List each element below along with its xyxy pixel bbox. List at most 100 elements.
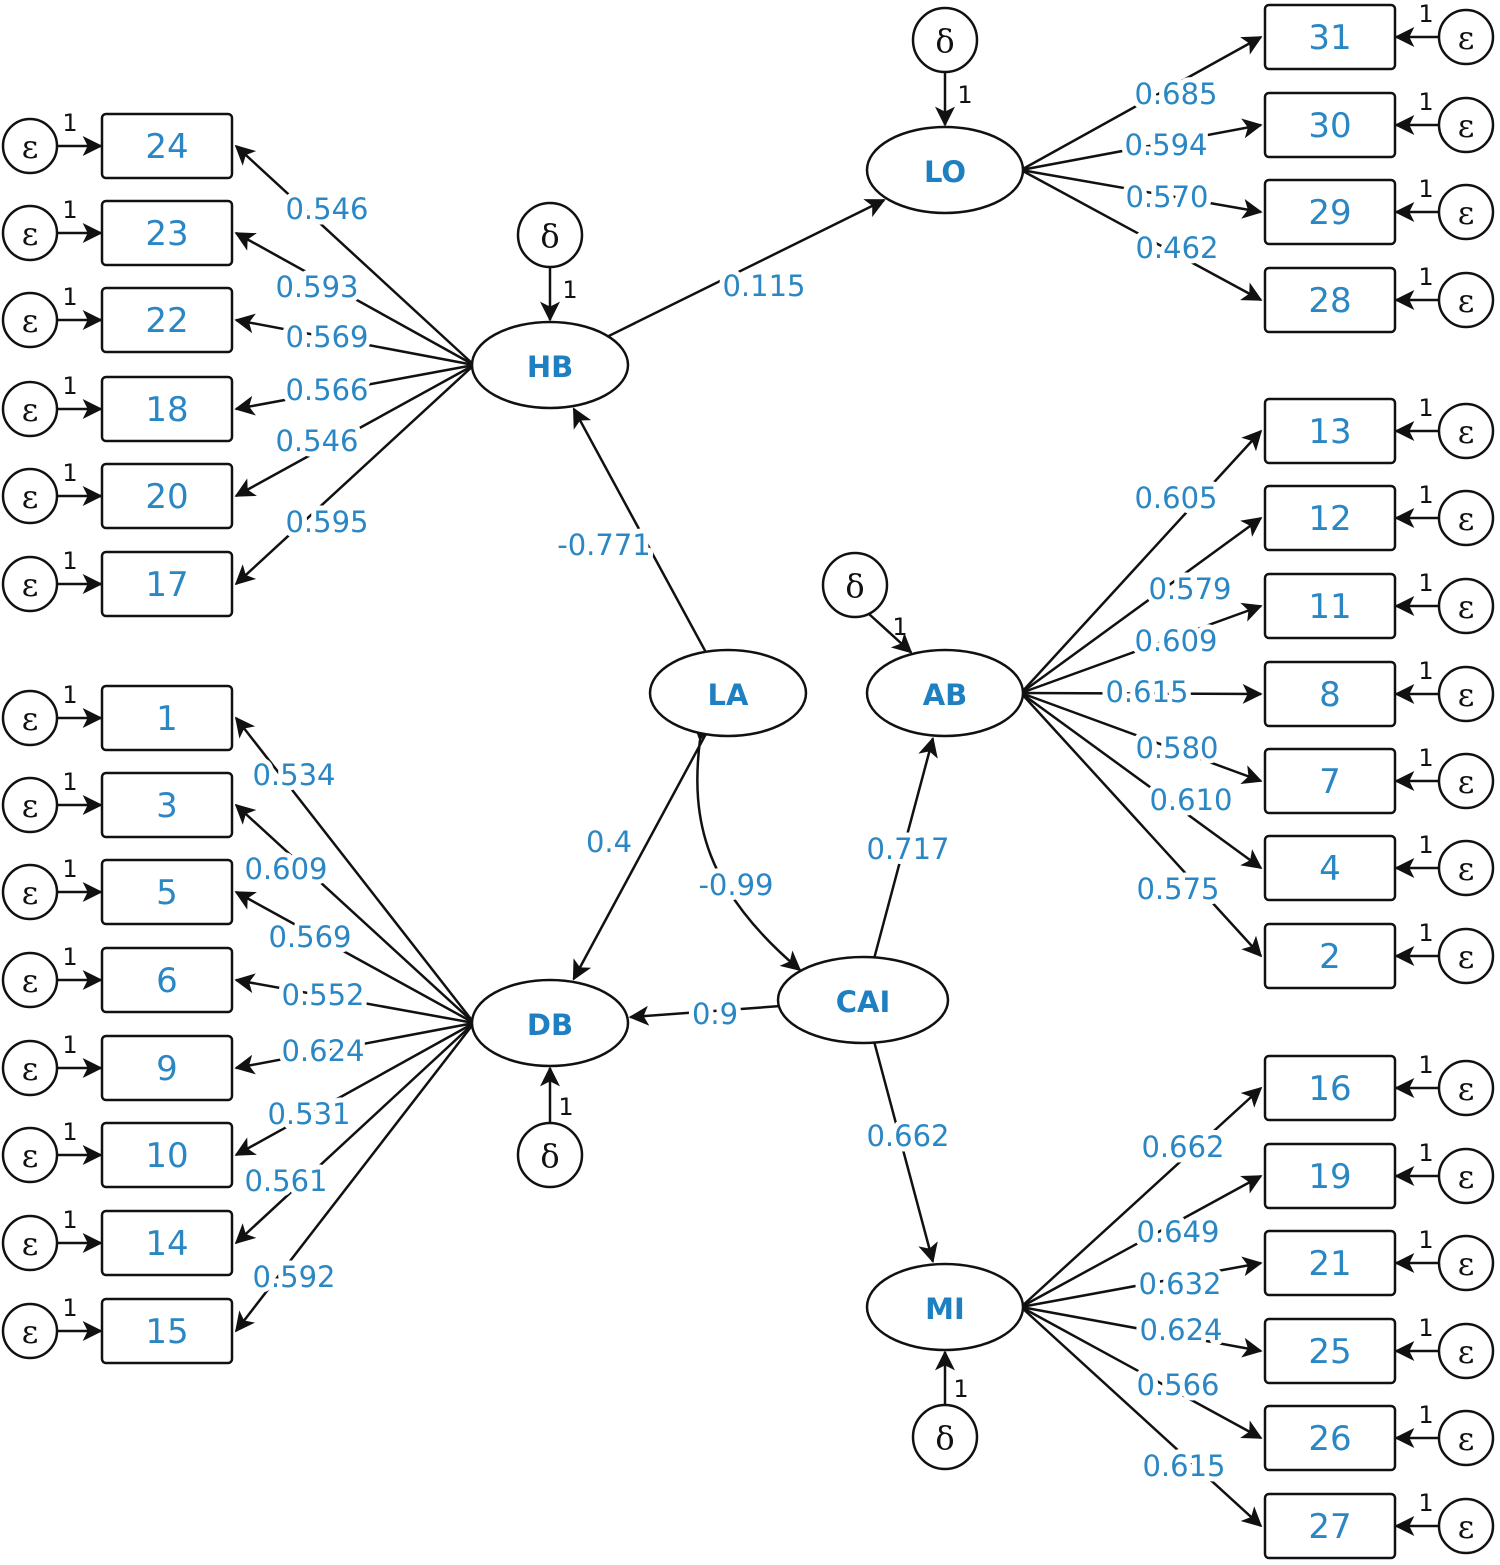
- error-term: [1437, 1497, 1495, 1555]
- loading-path: [234, 364, 475, 586]
- fixed-loading-label: 1: [62, 372, 77, 400]
- loading-path: [1020, 35, 1263, 172]
- error-symbol: ε: [1458, 19, 1475, 57]
- structural-path: [607, 198, 886, 338]
- loading-coefficient: 0.609: [244, 852, 327, 886]
- indicator-label: 13: [1308, 412, 1351, 452]
- indicator-box: [1263, 91, 1397, 159]
- fixed-loading-label: 1: [62, 283, 77, 311]
- error-term: [1437, 752, 1495, 810]
- fixed-loading-label: 1: [62, 768, 77, 796]
- indicator-label: 14: [145, 1224, 188, 1264]
- indicator-label: 7: [1319, 762, 1341, 802]
- error-symbol: ε: [1458, 850, 1475, 888]
- error-term: [1, 951, 59, 1009]
- loading-coefficient: 0.615: [1142, 1449, 1225, 1483]
- loading-path: [1020, 1256, 1263, 1309]
- disturbance-term: [821, 551, 889, 619]
- loading-coefficient: 0.609: [1134, 624, 1217, 658]
- disturbance-symbol: δ: [935, 1419, 954, 1457]
- error-term: [1437, 927, 1495, 985]
- indicator-label: 29: [1308, 193, 1351, 233]
- error-symbol: ε: [1458, 763, 1475, 801]
- indicator-label: 5: [156, 873, 178, 913]
- disturbance-symbol: δ: [540, 1137, 559, 1175]
- latent-label: MI: [925, 1292, 965, 1326]
- indicator-box: [1263, 397, 1397, 465]
- loading-coefficient: 0.594: [1124, 128, 1207, 162]
- indicator-box: [1263, 266, 1397, 334]
- indicator-label: 3: [156, 786, 178, 826]
- loading-coefficient: 0.579: [1148, 572, 1231, 606]
- fixed-loading-label: 1: [62, 109, 77, 137]
- fixed-loading-label: 1: [62, 1206, 77, 1234]
- latent-ab: [865, 648, 1025, 738]
- indicator-label: 12: [1308, 499, 1351, 539]
- structural-path: [873, 736, 938, 958]
- indicator-box: [1263, 660, 1397, 728]
- indicator-label: 16: [1308, 1069, 1351, 1109]
- loading-path: [234, 1021, 475, 1157]
- loading-coefficient: 0.649: [1136, 1215, 1219, 1249]
- loading-path: [1020, 1086, 1263, 1308]
- structural-coefficient: 0.4: [586, 825, 632, 859]
- disturbance-term: [911, 1403, 979, 1471]
- loading-coefficient: 0.546: [285, 192, 368, 226]
- loading-coefficient: 0.595: [285, 505, 368, 539]
- error-symbol: ε: [1458, 588, 1475, 626]
- latent-label: DB: [527, 1008, 573, 1042]
- fixed-loading-label: 1: [1418, 88, 1433, 116]
- indicator-box: [1263, 747, 1397, 815]
- loading-path: [1020, 1306, 1263, 1528]
- loading-coefficient: 0.566: [285, 373, 368, 407]
- latent-label: CAI: [836, 985, 891, 1019]
- disturbance-term: [516, 1121, 584, 1189]
- loading-coefficient: 0.546: [275, 424, 358, 458]
- error-term: [1437, 1147, 1495, 1205]
- loading-coefficient: 0.552: [281, 978, 364, 1012]
- loading-path: [1020, 1305, 1263, 1440]
- loading-path: [1020, 1305, 1263, 1358]
- latent-cai: [776, 955, 950, 1045]
- loading-coefficient: 0.561: [244, 1164, 327, 1198]
- fixed-loading-label: 1: [62, 1031, 77, 1059]
- loading-coefficient: 0.566: [1136, 1368, 1219, 1402]
- loading-path: [1020, 168, 1263, 302]
- loading-path: [234, 716, 475, 1024]
- fixed-loading-label: 1: [892, 613, 907, 641]
- fixed-loading-label: 1: [62, 1294, 77, 1322]
- disturbance-symbol: δ: [935, 22, 954, 60]
- indicator-box: [1263, 3, 1397, 71]
- covariance-path: [692, 720, 802, 972]
- indicator-box: [1263, 484, 1397, 552]
- covariance-coefficient: -0.99: [698, 868, 773, 902]
- error-symbol: ε: [22, 128, 39, 166]
- loading-coefficient: 0.534: [252, 758, 335, 792]
- disturbance-term: [516, 201, 584, 269]
- indicator-box: [1263, 834, 1397, 902]
- error-term: [1437, 271, 1495, 329]
- indicator-label: 21: [1308, 1244, 1351, 1284]
- indicator-label: 28: [1308, 281, 1351, 321]
- error-term: [1437, 1409, 1495, 1467]
- loading-path: [1020, 429, 1263, 694]
- indicator-box: [100, 462, 234, 530]
- loading-path: [234, 890, 475, 1025]
- indicator-label: 6: [156, 961, 178, 1001]
- indicator-box: [100, 1121, 234, 1189]
- indicator-label: 20: [145, 477, 188, 517]
- indicator-box: [100, 858, 234, 926]
- fixed-loading-label: 1: [1418, 744, 1433, 772]
- loading-path: [234, 313, 475, 367]
- fixed-loading-label: 1: [1418, 394, 1433, 422]
- error-term: [1437, 839, 1495, 897]
- disturbance-symbol: δ: [540, 217, 559, 255]
- indicator-label: 31: [1308, 18, 1351, 58]
- error-symbol: ε: [1458, 1158, 1475, 1196]
- error-symbol: ε: [22, 874, 39, 912]
- indicator-label: 8: [1319, 675, 1341, 715]
- indicator-label: 22: [145, 301, 188, 341]
- indicator-label: 10: [145, 1136, 188, 1176]
- error-symbol: ε: [22, 302, 39, 340]
- structural-coefficient: 0.115: [722, 269, 805, 303]
